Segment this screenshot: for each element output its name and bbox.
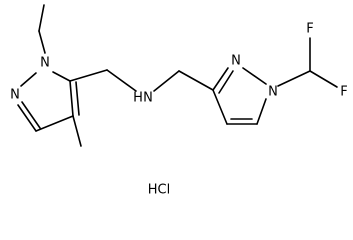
bond-c3prime-n2prime-b (218, 70, 234, 94)
bond-n2-c3-b (21, 101, 41, 129)
bond-ethyl-ch2-n1 (38, 30, 46, 54)
bond-c4prime-c3prime (212, 89, 228, 125)
bond-n1prime-chf2 (277, 70, 311, 87)
bond-c4-c5-a (69, 80, 74, 117)
bond-nh-ch2 (153, 70, 180, 92)
bond-c3-c4 (35, 115, 74, 132)
atom-label-n2prime: N (231, 54, 241, 69)
bond-c5-n1 (52, 71, 71, 82)
atom-label-f-top: F (306, 22, 313, 37)
bond-ch2-c3prime (178, 70, 214, 91)
bond-n1prime-c5prime (256, 98, 267, 125)
molecule-structure: N N H N N N F F HCl (10, 4, 348, 198)
bond-ethyl-ch3-ch2 (38, 4, 45, 32)
bond-lines (17, 4, 338, 147)
salt-label: HCl (148, 183, 170, 198)
atom-labels: N N H N N N F F (10, 22, 348, 106)
atom-label-n1prime: N (268, 85, 278, 100)
bond-c4-methyl (72, 115, 82, 147)
bond-n2-c3-a (17, 104, 37, 132)
bond-n2prime-n1prime (242, 67, 267, 85)
atom-label-f-right: F (340, 85, 347, 100)
bond-n1-n2 (20, 72, 37, 87)
bond-ch2-nh (106, 69, 137, 92)
atom-label-amine-h: H (133, 91, 143, 106)
atom-label-n2: N (10, 88, 20, 103)
bond-c3prime-n2prime-a (212, 67, 229, 91)
bond-c4-c5-b (75, 81, 80, 116)
atom-label-n1: N (40, 56, 50, 71)
atom-label-amine-n: N (143, 91, 153, 106)
bond-chf2-f-right (309, 70, 338, 88)
bond-c5-ch2 (69, 69, 108, 82)
